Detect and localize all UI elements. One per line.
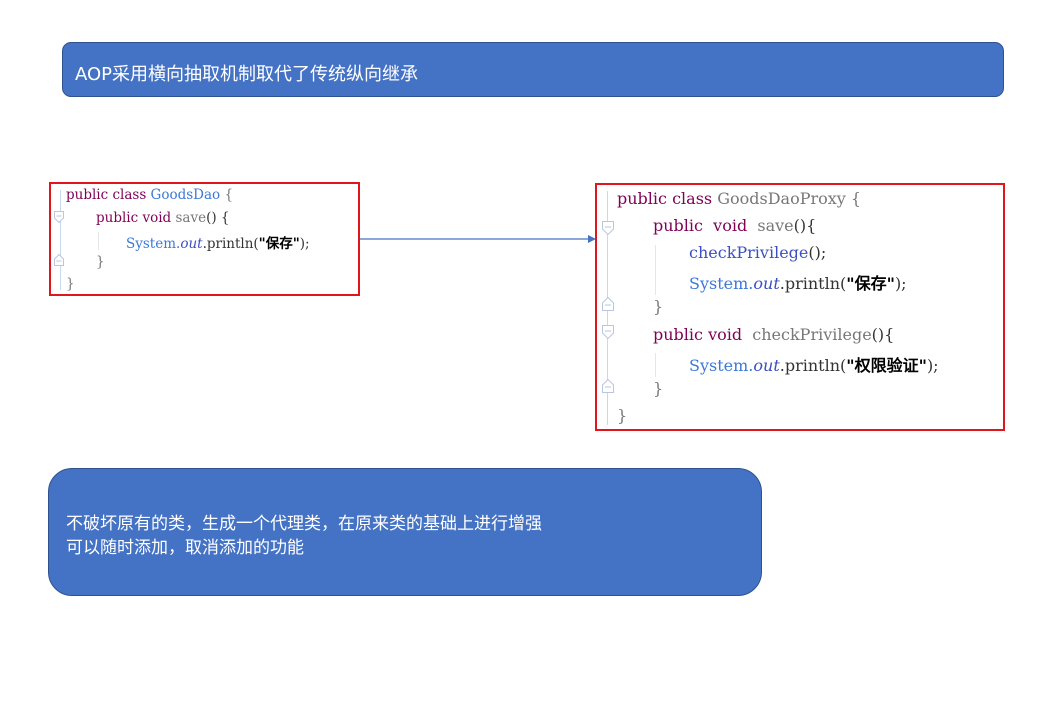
method-call: .println( — [202, 236, 259, 252]
brace: } — [617, 406, 628, 425]
indent-guide — [98, 232, 99, 250]
string-literal: "保存" — [846, 274, 895, 293]
system-ref: System. — [689, 274, 754, 293]
fold-open-icon[interactable] — [54, 211, 64, 223]
class-name: GoodsDao — [150, 187, 221, 203]
string-literal: "权限验证" — [846, 356, 927, 375]
code-line-class-close: } — [617, 406, 627, 425]
out-field: out — [753, 356, 780, 375]
arrow-connector — [360, 235, 596, 243]
indent-guide — [655, 353, 656, 377]
out-field: out — [180, 236, 203, 252]
code-line-println-save: System.out.println("保存"); — [689, 270, 907, 294]
code-line-println: System.out.println("保存"); — [126, 232, 310, 252]
banner-text: AOP采用横向抽取机制取代了传统纵向继承 — [75, 64, 419, 85]
proxy-note-box: 不破坏原有的类，生成一个代理类，在原来类的基础上进行增强 可以随时添加，取消添加… — [48, 468, 762, 596]
keyword: public class — [617, 189, 718, 208]
brace: } — [96, 254, 105, 270]
code-line-save-close: } — [653, 297, 663, 316]
keyword: public class — [66, 187, 151, 203]
gutter-line — [60, 190, 61, 290]
code-line-class-decl: public class GoodsDaoProxy { — [617, 189, 861, 208]
method-name: save — [757, 216, 794, 235]
fold-close-icon[interactable] — [602, 297, 614, 311]
system-ref: System. — [126, 236, 181, 252]
fold-close-icon[interactable] — [602, 379, 614, 393]
note-line: 可以随时添加，取消添加的功能 — [66, 538, 304, 558]
code-line-check-decl: public void checkPrivilege(){ — [653, 325, 894, 344]
method-call: .println( — [779, 274, 847, 293]
punct: ); — [894, 274, 907, 293]
system-ref: System. — [689, 356, 754, 375]
code-line-check-call: checkPrivilege(); — [689, 243, 826, 262]
code-line-method-decl: public void save() { — [96, 210, 230, 226]
goods-dao-code-box: public class GoodsDao { public void save… — [49, 182, 360, 296]
code-line-check-close: } — [653, 379, 663, 398]
fold-open-icon[interactable] — [602, 325, 614, 339]
brace: } — [653, 379, 664, 398]
code-line-println-check: System.out.println("权限验证"); — [689, 352, 939, 376]
indent-guide — [655, 245, 656, 295]
class-name: GoodsDaoProxy — [717, 189, 846, 208]
fold-open-icon[interactable] — [602, 221, 614, 235]
code-line-method-close: } — [96, 254, 105, 270]
punct: () { — [206, 210, 230, 226]
goods-dao-proxy-code-box: public class GoodsDaoProxy { public void… — [595, 183, 1005, 431]
punct: (){ — [793, 216, 817, 235]
string-literal: "保存" — [258, 236, 300, 252]
note-line: 不破坏原有的类，生成一个代理类，在原来类的基础上进行增强 — [66, 514, 542, 534]
punct: ); — [299, 236, 310, 252]
method-call: checkPrivilege — [689, 243, 809, 262]
fold-close-icon[interactable] — [54, 254, 64, 266]
method-name: save — [175, 210, 207, 226]
punct: (){ — [871, 325, 895, 344]
punct: (); — [808, 243, 827, 262]
note-text: 不破坏原有的类，生成一个代理类，在原来类的基础上进行增强 可以随时添加，取消添加… — [66, 512, 542, 560]
brace: } — [653, 297, 664, 316]
keyword: public void — [653, 325, 753, 344]
punct: { — [220, 187, 234, 203]
code-line-save-decl: public void save(){ — [653, 216, 816, 235]
code-line-class-decl: public class GoodsDao { — [66, 187, 233, 203]
punct: ); — [926, 356, 939, 375]
out-field: out — [753, 274, 780, 293]
method-call: .println( — [779, 356, 847, 375]
punct: { — [845, 189, 862, 208]
code-line-class-close: } — [66, 276, 75, 292]
brace: } — [66, 276, 75, 292]
keyword: public void — [653, 216, 758, 235]
method-name: checkPrivilege — [752, 325, 872, 344]
aop-banner: AOP采用横向抽取机制取代了传统纵向继承 — [62, 42, 1004, 97]
keyword: public void — [96, 210, 176, 226]
